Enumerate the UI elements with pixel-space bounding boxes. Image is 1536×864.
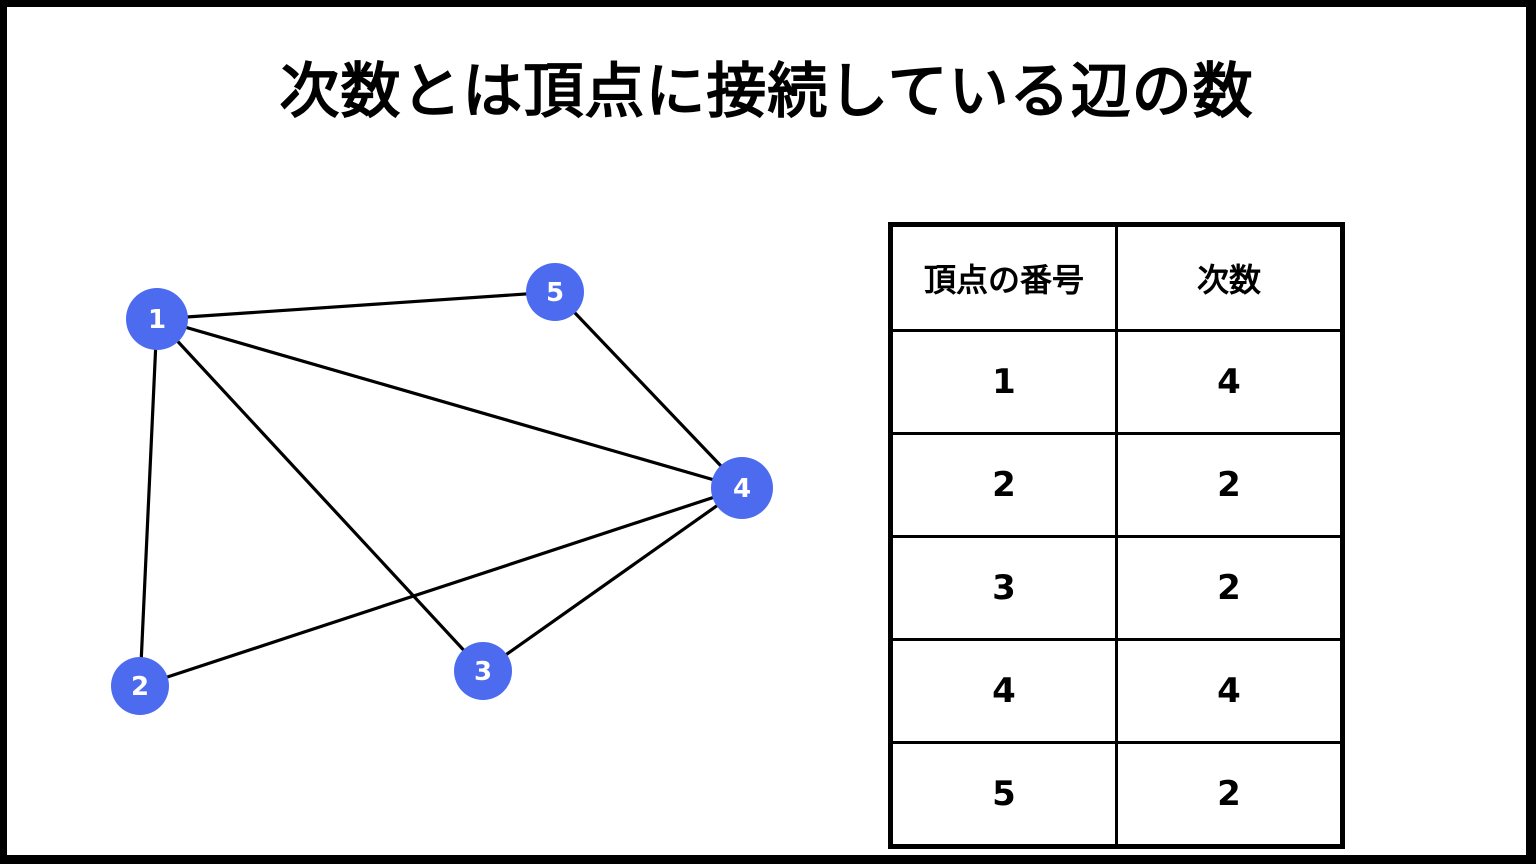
graph-node-label-3: 3 bbox=[474, 657, 492, 687]
graph-node-circle-4 bbox=[711, 457, 773, 519]
graph-svg: 1 2 3 4 5 bbox=[111, 263, 773, 715]
graph-edge-4-2 bbox=[138, 486, 744, 688]
graph-edge-1-2 bbox=[138, 317, 159, 688]
graph-edges-group bbox=[138, 290, 744, 688]
graph-node-2[interactable]: 2 bbox=[111, 657, 169, 715]
graph-node-1[interactable]: 1 bbox=[126, 288, 188, 350]
graph-edge-1-4 bbox=[155, 317, 744, 490]
cell-degree-2: 2 bbox=[1115, 432, 1344, 538]
graph-node-circle-1 bbox=[126, 288, 188, 350]
graph-node-label-4: 4 bbox=[733, 474, 751, 504]
graph-node-5[interactable]: 5 bbox=[526, 263, 584, 321]
cell-vertex-2: 2 bbox=[889, 432, 1118, 538]
cell-vertex-4: 4 bbox=[889, 638, 1118, 744]
graph-diagram: 1 2 3 4 5 bbox=[47, 207, 847, 807]
cell-degree-5: 2 bbox=[1115, 741, 1344, 848]
graph-nodes-group: 1 2 3 4 5 bbox=[111, 263, 773, 715]
degree-table-head: 頂点の番号 次数 bbox=[889, 223, 1344, 332]
graph-node-circle-3 bbox=[454, 642, 512, 700]
graph-node-label-1: 1 bbox=[148, 305, 166, 335]
graph-node-label-2: 2 bbox=[131, 672, 149, 702]
cell-vertex-5: 5 bbox=[889, 741, 1118, 848]
graph-node-label-5: 5 bbox=[546, 278, 564, 308]
graph-edge-5-4 bbox=[553, 290, 744, 490]
graph-node-3[interactable]: 3 bbox=[454, 642, 512, 700]
graph-node-4[interactable]: 4 bbox=[711, 457, 773, 519]
column-header-vertex: 頂点の番号 bbox=[889, 223, 1118, 332]
cell-vertex-3: 3 bbox=[889, 535, 1118, 641]
cell-degree-3: 2 bbox=[1115, 535, 1344, 641]
graph-node-circle-2 bbox=[111, 657, 169, 715]
cell-degree-1: 4 bbox=[1115, 329, 1344, 435]
graph-edge-4-3 bbox=[481, 486, 744, 673]
graph-edge-1-5 bbox=[155, 290, 557, 321]
cell-degree-4: 4 bbox=[1115, 638, 1344, 744]
graph-edge-1-3 bbox=[155, 317, 485, 673]
graph-node-circle-5 bbox=[526, 263, 584, 321]
cell-vertex-1: 1 bbox=[889, 329, 1118, 435]
table-header-row: 頂点の番号 次数 bbox=[889, 223, 1344, 332]
column-header-degree: 次数 bbox=[1115, 223, 1344, 332]
page-title: 次数とは頂点に接続している辺の数 bbox=[279, 57, 1254, 127]
